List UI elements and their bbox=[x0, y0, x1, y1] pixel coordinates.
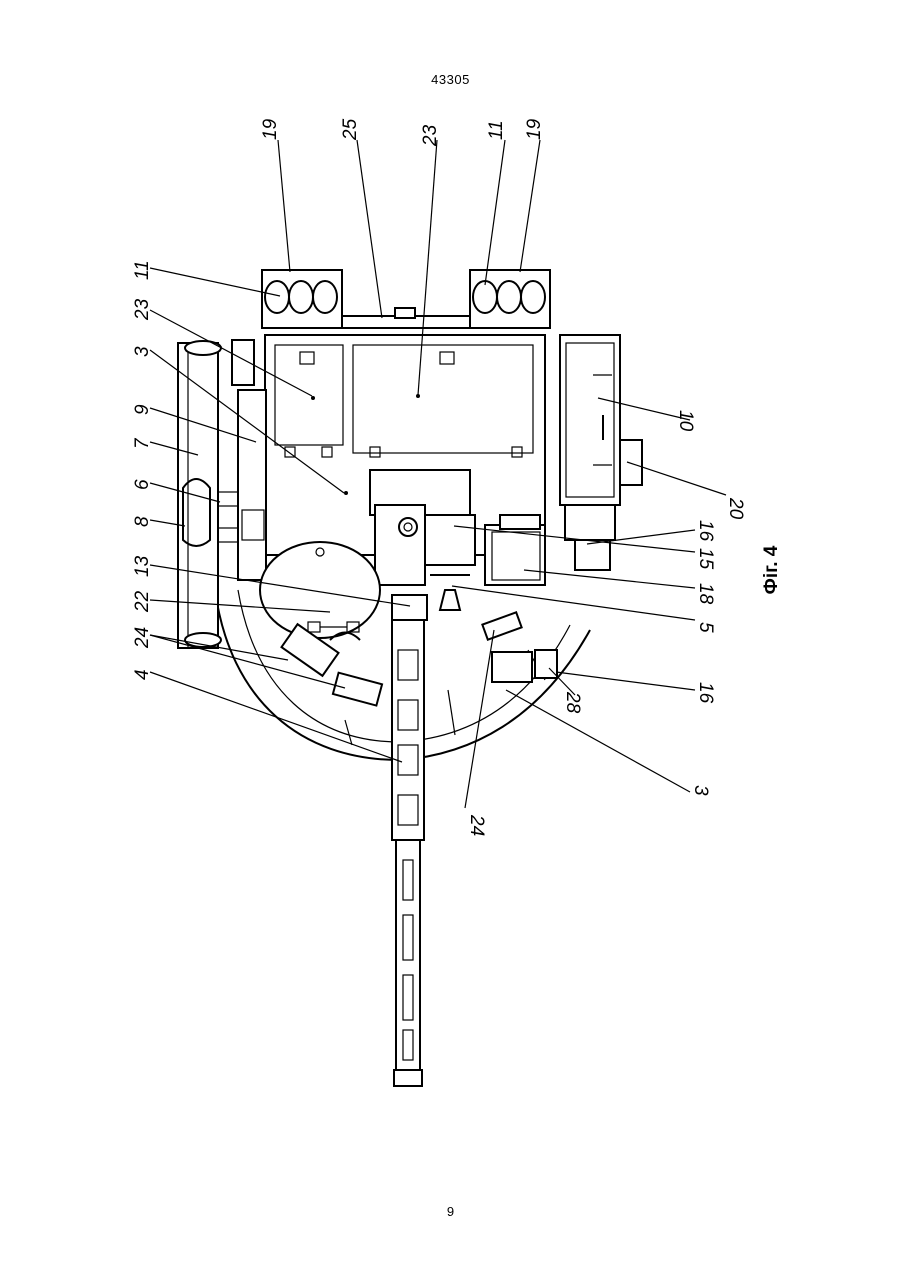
label-13: 13 bbox=[132, 555, 153, 577]
label-8: 8 bbox=[132, 516, 153, 527]
small-parts-right bbox=[482, 612, 557, 682]
label-24-bottom: 24 bbox=[466, 814, 487, 836]
hatch bbox=[260, 542, 380, 638]
figure-caption: Фіг. 4 bbox=[761, 545, 782, 594]
right-box bbox=[560, 335, 642, 570]
label-28: 28 bbox=[562, 691, 583, 714]
label-7: 7 bbox=[132, 437, 153, 449]
canister-group-left bbox=[262, 270, 342, 328]
page-number: 9 bbox=[0, 1204, 901, 1219]
label-11-right: 11 bbox=[486, 120, 507, 140]
label-15: 15 bbox=[695, 548, 716, 570]
label-3-right: 3 bbox=[690, 785, 711, 796]
label-23-top: 23 bbox=[420, 124, 441, 147]
label-18: 18 bbox=[695, 583, 716, 605]
label-19-right: 19 bbox=[524, 118, 545, 140]
label-3-left: 3 bbox=[132, 346, 153, 357]
label-4: 4 bbox=[132, 669, 153, 680]
label-6: 6 bbox=[132, 479, 153, 490]
label-20: 20 bbox=[725, 497, 746, 520]
label-24-left: 24 bbox=[132, 627, 153, 649]
label-11-left: 11 bbox=[132, 260, 153, 280]
box-18 bbox=[485, 515, 545, 585]
label-22: 22 bbox=[132, 590, 153, 613]
label-19-left: 19 bbox=[260, 118, 281, 140]
label-16-upper: 16 bbox=[695, 520, 716, 542]
central-mechanism bbox=[370, 470, 475, 620]
gun-barrel bbox=[392, 620, 424, 1086]
label-23-left: 23 bbox=[132, 298, 153, 321]
canister-group-right bbox=[470, 270, 550, 328]
label-10: 10 bbox=[675, 410, 696, 432]
label-9: 9 bbox=[132, 404, 153, 415]
label-25: 25 bbox=[340, 118, 361, 141]
label-5: 5 bbox=[695, 622, 716, 633]
label-16-lower: 16 bbox=[695, 682, 716, 704]
